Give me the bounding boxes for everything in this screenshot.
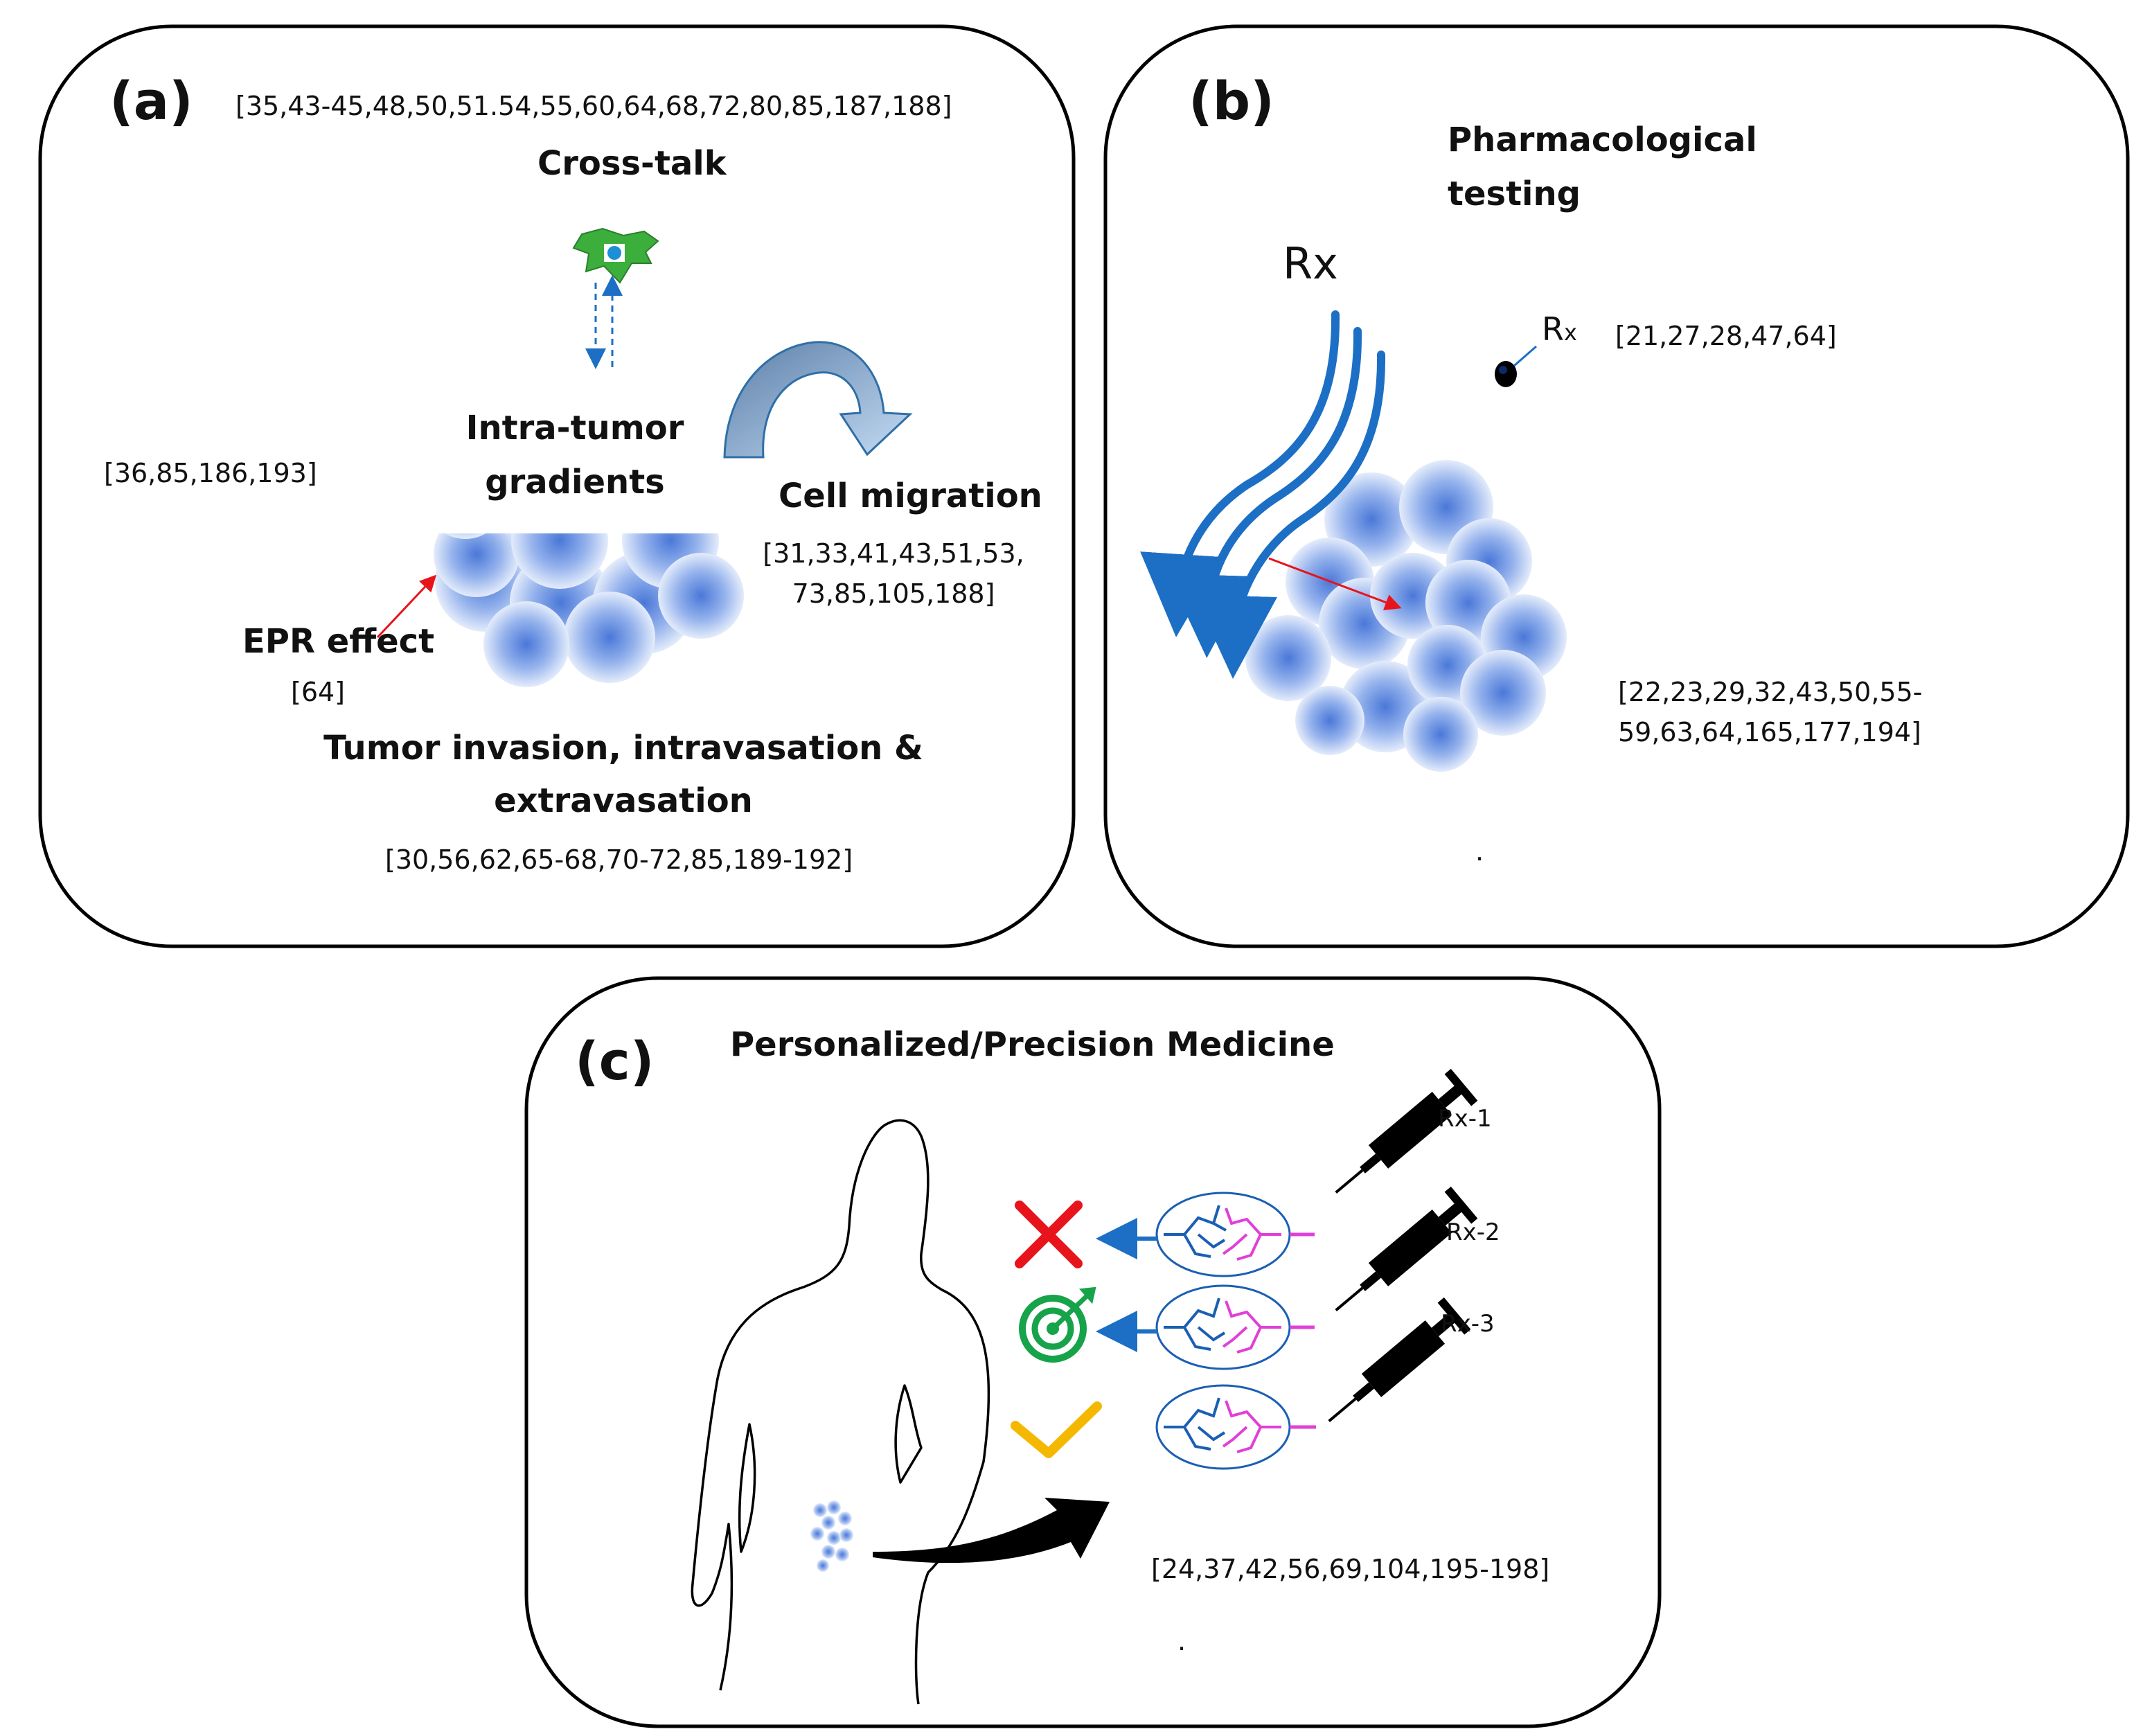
syringe-icon	[1328, 1068, 1478, 1422]
panel-b-spheroid	[1245, 460, 1567, 772]
rx-small-label: Rx	[1542, 313, 1577, 345]
cell-migration-label: Cell migration	[779, 477, 1042, 515]
organoid-icon	[810, 1500, 853, 1572]
rx-small-x: x	[1563, 319, 1577, 346]
panel-a-refs-gradients: [36,85,186,193]	[104, 458, 317, 488]
gradients-label-line1: Intra-tumor	[465, 409, 684, 448]
invasion-label-line1: Tumor invasion, intravasation &	[323, 729, 923, 768]
panel-b-frame	[1103, 24, 2130, 948]
panel-a-refs-top: [35,43-45,48,50,51.54,55,60,64,68,72,80,…	[235, 91, 952, 121]
panel-b-refs-bottom-1: [22,23,29,32,43,50,55-	[1618, 677, 1923, 707]
checkmark-icon	[1011, 1401, 1102, 1458]
woman-silhouette-icon	[691, 1119, 990, 1705]
organoid-row-3	[1155, 1384, 1316, 1470]
drug-molecule-highlight	[1499, 366, 1507, 374]
panel-b-label: (b)	[1189, 70, 1274, 132]
cell-icon	[572, 227, 659, 284]
invasion-label-line2: extravasation	[494, 781, 753, 820]
rx1-label: Rx-1	[1438, 1105, 1492, 1133]
pharmacological-title-line1: Pharmacological	[1448, 121, 1757, 159]
gradients-label-box	[409, 388, 734, 533]
panel-c-label: (c)	[575, 1030, 655, 1092]
panel-b-refs-bottom-2: 59,63,64,165,177,194]	[1618, 717, 1921, 747]
rx2-label: Rx-2	[1446, 1219, 1500, 1246]
drug-flow-arrows	[1140, 310, 1386, 679]
panel-c-dot: .	[1177, 1626, 1186, 1656]
rx-small-r: R	[1542, 310, 1564, 348]
panel-b-refs-rx: [21,27,28,47,64]	[1615, 321, 1837, 351]
rx-large-label: Rx	[1283, 238, 1338, 289]
panel-c-refs: [24,37,42,56,69,104,195-198]	[1151, 1554, 1550, 1584]
treatment-flow-arrow	[873, 1498, 1110, 1564]
organoid-row-1	[1096, 1192, 1315, 1277]
panel-a-refs-invasion: [30,56,62,65-68,70-72,85,189-192]	[385, 844, 853, 875]
precision-medicine-title: Personalized/Precision Medicine	[730, 1025, 1335, 1064]
rx-pointer	[1513, 345, 1537, 367]
drug-molecule-icon	[1495, 361, 1517, 387]
panel-c-frame	[524, 976, 1662, 1728]
gradients-label-line2: gradients	[485, 463, 665, 502]
epr-arrow	[376, 574, 437, 639]
penetration-arrow	[1268, 557, 1402, 610]
curved-arrow-icon	[723, 341, 913, 459]
target-icon	[1019, 1286, 1096, 1363]
rx3-label: Rx-3	[1441, 1310, 1495, 1338]
panel-a-refs-migration-2: 73,85,105,188]	[792, 578, 995, 609]
epr-effect-label: EPR effect	[242, 622, 435, 661]
panel-a-label: (a)	[109, 70, 193, 132]
cross-icon	[1015, 1201, 1083, 1268]
panel-a-frame	[38, 24, 1076, 948]
panel-a-refs-migration-1: [31,33,41,43,51,53,	[763, 538, 1024, 569]
pharmacological-title-line2: testing	[1448, 175, 1581, 213]
cross-talk-label: Cross-talk	[537, 144, 727, 183]
panel-b-dot: .	[1475, 836, 1484, 867]
panel-a-refs-epr: [64]	[291, 677, 346, 707]
organoid-row-2	[1096, 1284, 1315, 1370]
